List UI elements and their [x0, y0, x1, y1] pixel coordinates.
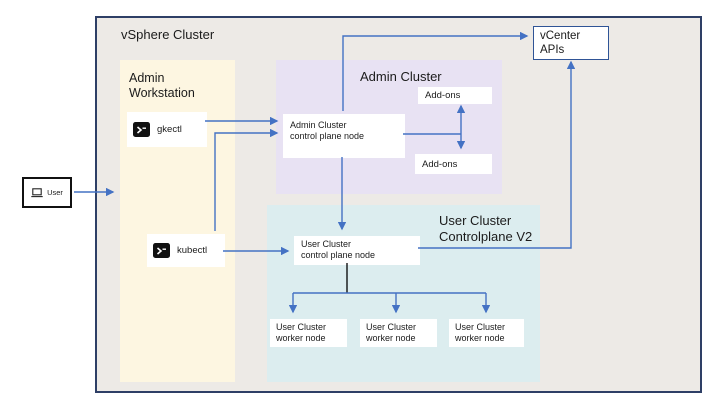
node-label-line1: User Cluster	[366, 322, 417, 332]
node-label-line2: control plane node	[290, 131, 365, 141]
node-label-line1: User Cluster	[301, 239, 352, 249]
vsphere-cluster-container: vSphere Cluster Admin Workstation gkectl	[95, 16, 702, 393]
user-cluster-worker-node-1: User Cluster worker node	[270, 319, 347, 347]
user-cluster-title: User Cluster Controlplane V2	[439, 213, 532, 245]
user-cluster-container: User Cluster Controlplane V2 User Cluste…	[267, 205, 540, 382]
user-cluster-title-line2: Controlplane V2	[439, 229, 533, 244]
node-label-line1: User Cluster	[455, 322, 506, 332]
admin-workstation-title: Admin Workstation	[129, 71, 195, 100]
vcenter-label-line1: vCenter	[540, 30, 581, 42]
terminal-icon	[133, 122, 150, 137]
kubectl-label: kubectl	[177, 245, 208, 256]
node-label-line2: worker node	[455, 333, 505, 343]
node-label-line2: worker node	[366, 333, 416, 343]
node-label-line1: User Cluster	[276, 322, 327, 332]
vsphere-cluster-title: vSphere Cluster	[121, 27, 215, 42]
vcenter-label-line2: APIs	[540, 43, 565, 56]
addons-label: Add-ons	[422, 158, 458, 170]
gkectl-box: gkectl	[127, 112, 207, 147]
vcenter-apis-box: vCenter APIs	[533, 26, 609, 60]
node-label-line1: Admin Cluster	[290, 120, 347, 130]
terminal-icon	[153, 243, 170, 258]
admin-cluster-control-plane-node: Admin Cluster control plane node	[283, 114, 405, 158]
addons-box-bottom: Add-ons	[415, 154, 492, 174]
admin-workstation-container: Admin Workstation gkectl kube	[120, 60, 235, 382]
node-label-line2: control plane node	[301, 250, 376, 260]
user-box: User	[22, 177, 72, 208]
node-label-line2: worker node	[276, 333, 326, 343]
gkectl-label: gkectl	[157, 124, 182, 135]
user-cluster-worker-node-3: User Cluster worker node	[449, 319, 524, 347]
laptop-icon	[31, 187, 43, 197]
admin-cluster-container: Admin Cluster Admin Cluster control plan…	[276, 60, 502, 194]
user-cluster-control-plane-node: User Cluster control plane node	[294, 236, 420, 265]
addons-box-top: Add-ons	[418, 87, 492, 104]
user-cluster-worker-node-2: User Cluster worker node	[360, 319, 437, 347]
user-label: User	[47, 188, 63, 197]
addons-label: Add-ons	[425, 90, 461, 101]
admin-cluster-title: Admin Cluster	[360, 69, 442, 84]
user-cluster-title-line1: User Cluster	[439, 213, 512, 228]
kubectl-box: kubectl	[147, 234, 225, 267]
